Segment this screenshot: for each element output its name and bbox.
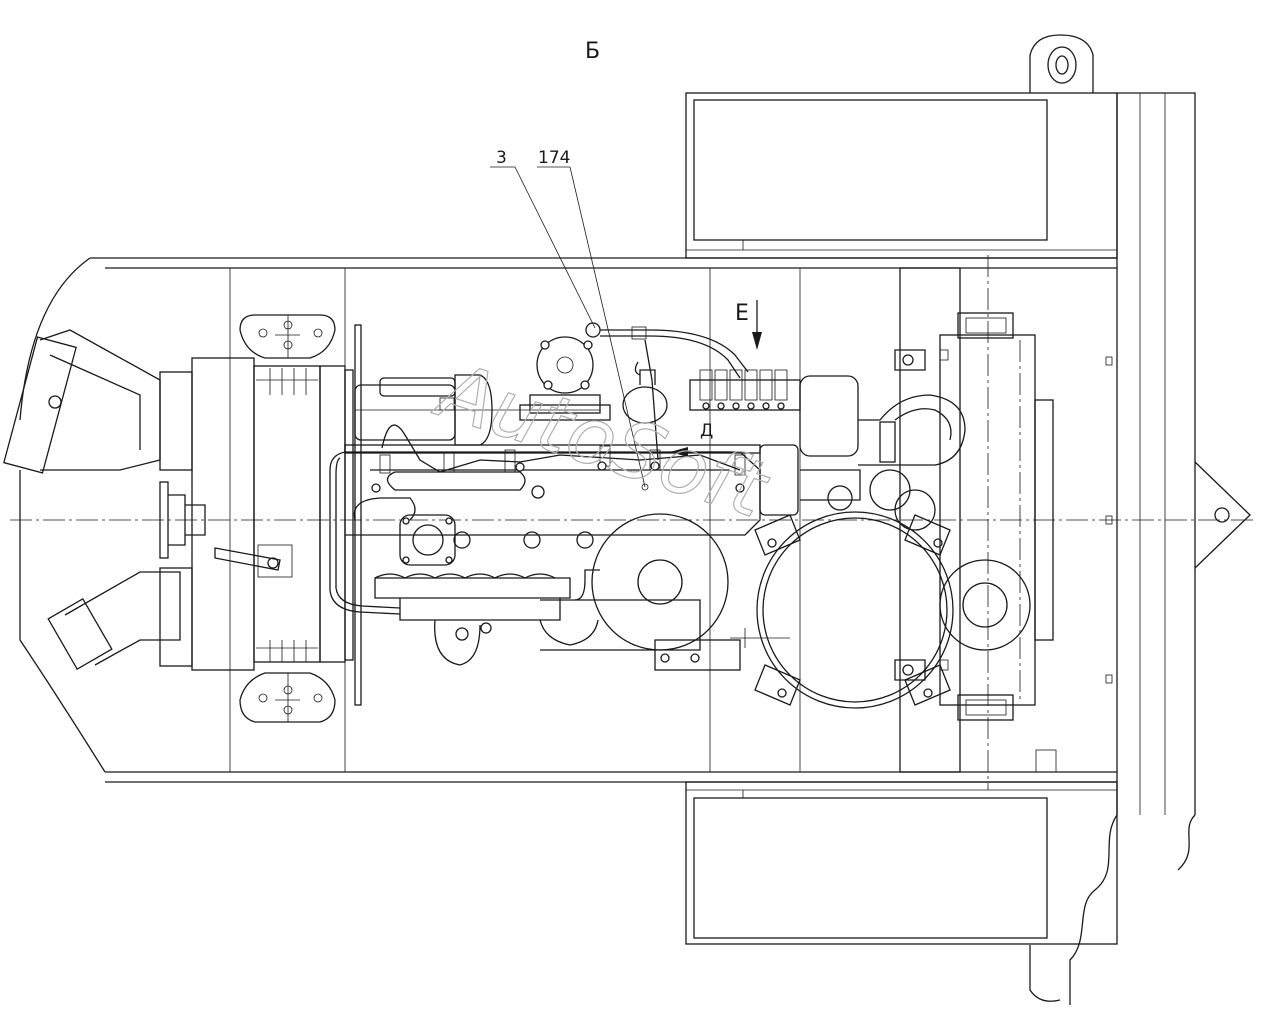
direction-label-d: Д (700, 421, 713, 441)
watermark: AutoSoft (424, 345, 779, 537)
direction-label-e: Е (735, 301, 749, 326)
oil-filter (622, 361, 668, 424)
oil-pan (434, 599, 701, 666)
direction-arrow-e: Е (735, 300, 762, 350)
starter-motor (354, 374, 600, 446)
radiator (894, 267, 1113, 773)
callout-174-group: 174 (537, 148, 646, 488)
callout-174: 174 (538, 148, 570, 168)
battery-box-lower (685, 781, 1118, 945)
view-label: Б (585, 39, 600, 64)
turbocharger (759, 375, 966, 531)
fuel-pump (519, 322, 749, 421)
engine-mount-upper (239, 314, 336, 359)
air-cleaner (730, 511, 954, 709)
battery-box-upper (685, 92, 1118, 259)
exhaust-pipes (3, 329, 206, 671)
crankshaft-pulley (591, 513, 741, 671)
coolant-pipes (329, 451, 600, 621)
callout-3: 3 (496, 148, 507, 168)
injectors (371, 339, 746, 493)
terminal-block (689, 369, 801, 411)
engine-mount-lower (239, 672, 336, 723)
thermostat-housing (399, 514, 456, 566)
flywheel-housing (191, 324, 362, 706)
callout-3-group: 3 (490, 148, 596, 329)
lifting-beam (1029, 34, 1251, 1005)
